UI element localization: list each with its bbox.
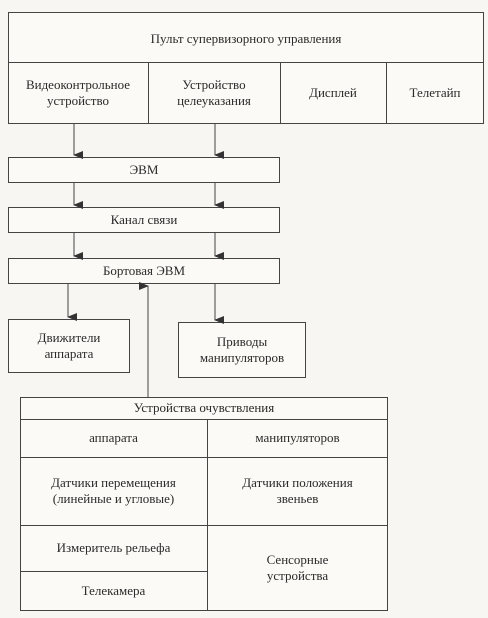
sensing-row-divider-1 bbox=[20, 525, 388, 526]
console-col-divider-1 bbox=[148, 62, 149, 124]
manipulator-drives-box: Приводы манипуляторов bbox=[178, 322, 306, 378]
display-cell: Дисплей bbox=[309, 85, 357, 100]
displacement-sensors-cell: Датчики перемещения (линейные и угловые) bbox=[51, 475, 176, 506]
sensing-header-divider bbox=[20, 457, 388, 458]
onboard-evm-box: Бортовая ЭВМ bbox=[8, 258, 280, 284]
console-title: Пульт супервизорного управления bbox=[150, 31, 342, 46]
console-divider bbox=[8, 62, 484, 63]
video-monitor-cell: Видеоконтрольное устройство bbox=[25, 77, 131, 108]
engines-box: Движители аппарата bbox=[8, 319, 130, 373]
sensing-col-left-header: аппарата bbox=[89, 430, 138, 445]
supervisory-console bbox=[8, 12, 484, 124]
sensing-title: Устройства очувствления bbox=[133, 400, 275, 415]
sensing-row-divider-left bbox=[20, 571, 207, 572]
relief-meter-cell: Измеритель рельефа bbox=[56, 540, 171, 555]
sensing-col-divider bbox=[207, 419, 208, 611]
target-designation-cell: Устройство целеуказания bbox=[177, 77, 251, 108]
console-col-divider-3 bbox=[386, 62, 387, 124]
console-col-divider-2 bbox=[280, 62, 281, 124]
sensing-title-divider bbox=[20, 419, 388, 420]
channel-box: Канал связи bbox=[8, 207, 280, 233]
sensing-devices-block bbox=[20, 397, 388, 611]
sensor-devices-cell: Сенсорные устройства bbox=[266, 552, 329, 583]
sensing-col-right-header: манипуляторов bbox=[255, 430, 340, 445]
link-position-sensors-cell: Датчики положения звеньев bbox=[242, 475, 353, 506]
evm-box: ЭВМ bbox=[8, 157, 280, 183]
teletype-cell: Телетайп bbox=[409, 85, 461, 100]
tv-camera-cell: Телекамера bbox=[81, 583, 146, 598]
